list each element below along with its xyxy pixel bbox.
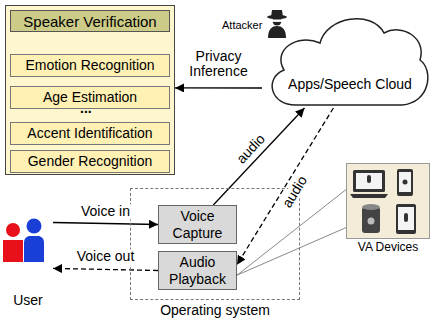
- mic-symbol: [367, 175, 371, 183]
- va-ground: [346, 163, 430, 239]
- attacker-head: [273, 17, 282, 26]
- tablet-display: [398, 207, 414, 230]
- user-head: [27, 219, 42, 234]
- user-head: [6, 223, 20, 237]
- node-label: User: [13, 292, 43, 308]
- edge-label: audio: [278, 172, 311, 213]
- user-icons: [3, 219, 44, 263]
- task-box: Emotion Recognition: [10, 54, 170, 77]
- actor-label: Attacker: [222, 19, 262, 31]
- process-box: Audio Playback: [158, 251, 237, 290]
- os-boundary: Operating systemVoice CaptureAudio Playb…: [130, 188, 300, 300]
- attacker-glasses: [272, 20, 282, 22]
- node-label: Operating system: [111, 302, 319, 318]
- node-label: Emotion Recognition: [22, 57, 157, 73]
- cloud-node: Apps/Speech Cloud: [262, 8, 432, 108]
- dashed-arrow: [53, 268, 158, 270]
- mic-symbol: [403, 180, 408, 185]
- edge-label: Voice in: [79, 204, 132, 219]
- panel-box: Speaker VerificationEmotion RecognitionA…: [5, 5, 175, 175]
- edge-label: Voice out: [75, 250, 137, 265]
- laptop-base: [350, 194, 388, 198]
- panel-heading: Speaker Verification: [10, 10, 170, 32]
- attacker-hat: [271, 10, 283, 17]
- process-box: Voice Capture: [158, 205, 237, 244]
- attacker-body: [268, 26, 286, 38]
- speaker-top: [362, 204, 380, 210]
- node-label: Accent Identification: [24, 125, 155, 141]
- attacker-icon: [267, 10, 287, 38]
- dashed-arrow: [237, 108, 333, 265]
- phone: [397, 169, 413, 196]
- cloud-shape: [272, 19, 428, 105]
- user-body: [3, 240, 23, 262]
- mic-symbol: [404, 213, 408, 222]
- edge-label: Privacy Inference: [179, 49, 259, 80]
- node-label: Audio Playback: [161, 254, 234, 286]
- task-box: Gender Recognition: [10, 150, 170, 173]
- node-label: VA Devices: [327, 241, 434, 255]
- user-body: [24, 236, 44, 262]
- node-label: Gender Recognition: [25, 153, 156, 169]
- task-box: Accent Identification: [10, 122, 170, 145]
- tablet: [396, 204, 416, 234]
- flow-arrow: [175, 87, 262, 88]
- device-group: VA Devices: [346, 163, 430, 239]
- edge-label: audio: [232, 130, 269, 168]
- flow-arrow: [53, 223, 158, 225]
- laptop-display: [356, 173, 382, 189]
- speaker-grille: [368, 218, 375, 225]
- phone-display: [399, 172, 411, 192]
- laptop-screen: [353, 170, 385, 192]
- va-devices: [346, 163, 430, 239]
- smart-speaker: [362, 207, 380, 233]
- ellipsis-mark: ...: [80, 100, 92, 116]
- node-label: Apps/Speech Cloud: [282, 76, 412, 92]
- user-node: User: [3, 218, 53, 308]
- node-label: Voice Capture: [161, 208, 234, 240]
